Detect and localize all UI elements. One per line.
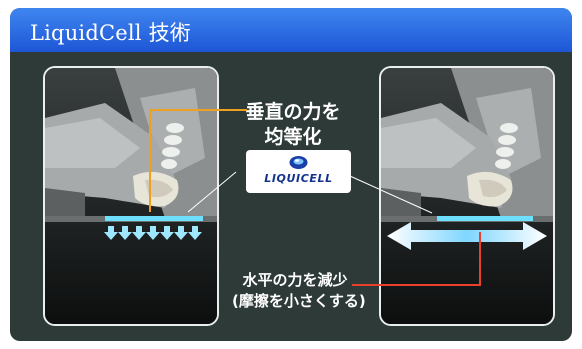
vertical-force-callout: 垂直の力を 均等化 — [234, 100, 352, 150]
vertical-callout-line2: 均等化 — [264, 126, 322, 148]
page-title: LiquidCell 技術 — [30, 21, 191, 45]
liquicell-logo: LIQUICELL — [246, 150, 351, 193]
horizontal-callout-line2: (摩擦を小さくする) — [232, 292, 366, 310]
vertical-callout-line1: 垂直の力を — [245, 101, 341, 123]
vertical-force-arrows — [104, 226, 202, 240]
header-bar: LiquidCell 技術 — [10, 8, 572, 52]
left-panel-vertical-force — [43, 66, 219, 326]
horizontal-force-callout: 水平の力を減少 (摩擦を小さくする) — [232, 270, 366, 312]
liquidcell-pad-right — [437, 216, 533, 221]
liquidcell-pad-left — [105, 216, 203, 221]
liquicell-emblem-icon — [289, 156, 308, 169]
logo-wordmark: LIQUICELL — [264, 172, 333, 185]
diagram-frame: LiquidCell 技術 — [10, 8, 572, 341]
horizontal-callout-line1: 水平の力を減少 — [242, 271, 348, 289]
right-panel-horizontal-force — [379, 66, 555, 326]
